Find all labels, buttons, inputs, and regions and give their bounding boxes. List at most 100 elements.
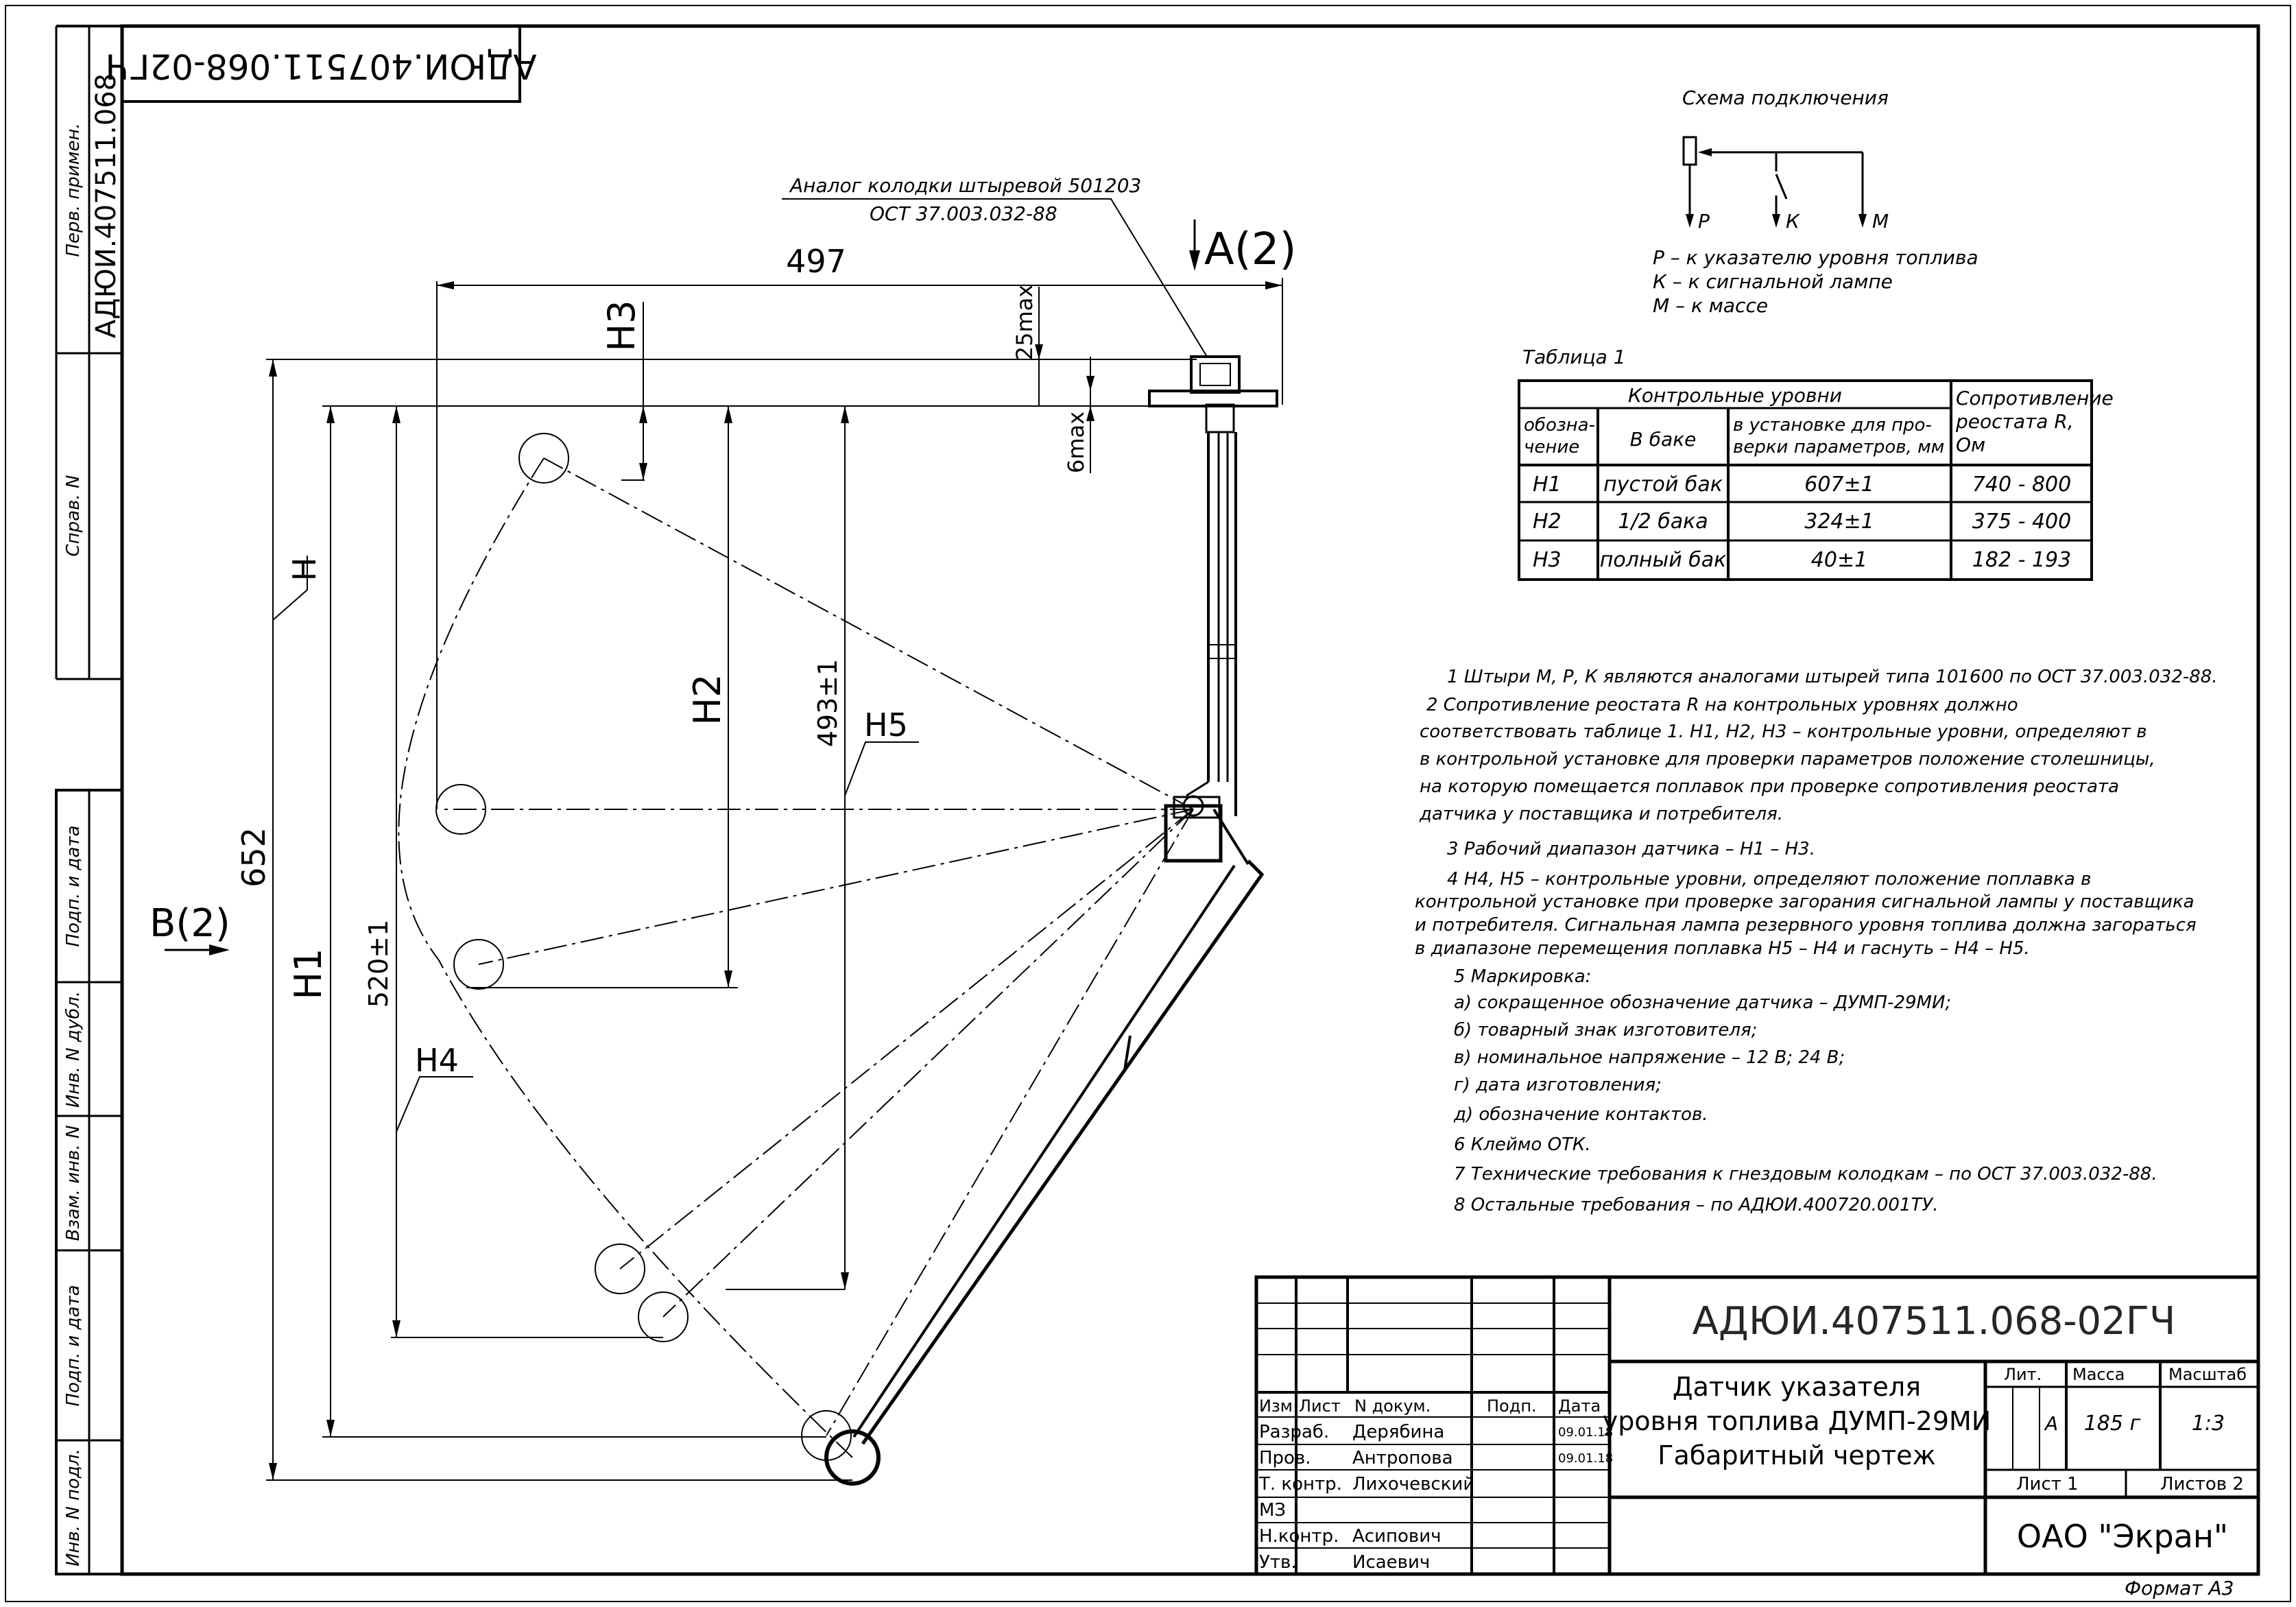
pivot-bracket [1164, 795, 1249, 866]
table-row-2-tank: 1/2 бака [1618, 510, 1708, 534]
side-perv-primen: Перв. примен. [63, 123, 84, 257]
note-line: на которую помещается поплавок при прове… [1420, 776, 2119, 797]
schematic-legend-k: К – к сигнальной лампе [1653, 270, 1893, 293]
rotated-code-box: АДЮИ.407511.068-02ГЧ [105, 25, 537, 103]
table-col-install-1: в установке для про- [1733, 415, 1932, 436]
side-inv-dubl: Инв. N дубл. [63, 991, 84, 1108]
table-row-1-resistance: 740 - 800 [1972, 473, 2071, 497]
tb-date: 09.01.18 [1558, 1451, 1613, 1466]
note-line: д) обозначение контактов. [1453, 1104, 1708, 1125]
table-row-3-designation: Н3 [1533, 548, 1562, 572]
tb-role: МЗ [1259, 1500, 1286, 1521]
technical-notes: 1 Штыри М, Р, К являются аналогами штыре… [1415, 667, 2217, 1215]
tb-mass: 185 г [2084, 1412, 2141, 1436]
note-line: и потребителя. Сигнальная лампа резервно… [1415, 915, 2197, 936]
table-row-1-tank: пустой бак [1603, 473, 1723, 497]
side-vzam-inv: Взам. инв. N [63, 1126, 84, 1241]
view-b-label: В(2) [150, 901, 230, 946]
side-perv-code: АДЮИ.407511.068 [91, 73, 122, 338]
connector-note-line-2: ОСТ 37.003.032-88 [870, 202, 1057, 225]
connection-schematic: Схема подключения Р К М Р – к указателю … [1653, 86, 1978, 317]
connector-flange [1148, 355, 1278, 433]
label-H4: Н4 [415, 1042, 459, 1079]
tb-col-list: Лист [1299, 1396, 1341, 1416]
table-row-1-install: 607±1 [1804, 473, 1874, 497]
note-line: г) дата изготовления; [1454, 1075, 1662, 1095]
side-inv-podl: Инв. N подл. [63, 1449, 84, 1567]
schematic-legend-p: Р – к указателю уровня топлива [1653, 246, 1978, 269]
tb-role: Н.контр. [1259, 1526, 1339, 1547]
tb-name: Дерябина [1352, 1422, 1444, 1442]
format-label: Формат А3 [2125, 1577, 2234, 1599]
table-col-tank: В баке [1630, 428, 1697, 451]
title-block: АДЮИ.407511.068-02ГЧ Изм Лист N докум. П… [1254, 1275, 2260, 1576]
label-H1: Н1 [287, 949, 330, 1000]
table-resist-header-1: Сопротивление [1956, 387, 2114, 409]
note-line: контрольной установке при проверке загор… [1415, 892, 2195, 912]
tb-name: Антропова [1352, 1448, 1453, 1468]
tb-role: Утв. [1259, 1552, 1297, 1573]
float-positions [398, 433, 1194, 1461]
dim-25max: 25max [1012, 285, 1038, 360]
tb-col-doc: N докум. [1354, 1396, 1431, 1416]
note-line: 5 Маркировка: [1454, 966, 1591, 987]
designation: АДЮИ.407511.068-02ГЧ [1693, 1299, 2176, 1344]
dimensions: 497 25max 6max 652 Н Н1 520±1 [235, 243, 1283, 1481]
side-strip: Перв. примен. АДЮИ.407511.068 Справ. N П… [55, 25, 123, 1575]
view-a-label: А(2) [1204, 224, 1296, 275]
tb-name: Лихочевский [1352, 1474, 1474, 1495]
tb-letter: А [2044, 1412, 2058, 1435]
table-col-designation-1: обозна- [1524, 415, 1595, 436]
note-line: 4 Н4, Н5 – контрольные уровни, определяю… [1447, 869, 2091, 890]
tb-col-lit: Лит. [2004, 1365, 2042, 1384]
tb-sheet: Лист 1 [2016, 1474, 2079, 1495]
table-col-install-2: верки параметров, мм [1733, 437, 1944, 457]
note-line: 2 Сопротивление реостата R на контрольны… [1426, 695, 2018, 715]
title-line-1: Датчик указателя [1673, 1372, 1921, 1402]
side-podp-data-1: Подп. и дата [63, 825, 84, 947]
note-line: 1 Штыри М, Р, К являются аналогами штыре… [1447, 667, 2217, 687]
connector-note-line-1: Аналог колодки штыревой 501203 [789, 174, 1141, 197]
table-resist-header-3: Ом [1956, 433, 1985, 456]
dim-6max: 6max [1063, 412, 1089, 473]
title-line-2: уровня топлива ДУМП-29МИ [1603, 1406, 1992, 1436]
view-markers: А(2) В(2) [150, 219, 1296, 955]
note-line: в) номинальное напряжение – 12 В; 24 В; [1454, 1047, 1845, 1068]
title-line-3: Габаритный чертеж [1658, 1440, 1935, 1471]
tb-role: Разраб. [1259, 1422, 1329, 1442]
tb-name: Асипович [1352, 1526, 1441, 1547]
tb-col-masshtab: Масштаб [2168, 1365, 2247, 1384]
table-row-3-install: 40±1 [1811, 548, 1867, 572]
tb-name: Исаевич [1352, 1552, 1430, 1573]
guide-tube [1186, 432, 1237, 816]
tb-col-data: Дата [1558, 1396, 1601, 1416]
tb-role: Пров. [1259, 1448, 1311, 1468]
company: ОАО "Экран" [2017, 1518, 2228, 1555]
tb-scale: 1:3 [2192, 1412, 2225, 1436]
table-caption: Таблица 1 [1522, 346, 1626, 368]
terminal-k: К [1786, 210, 1800, 233]
side-sprav: Справ. N [63, 475, 84, 557]
dim-497: 497 [786, 243, 846, 280]
note-line: в диапазоне перемещения поплавка Н5 – Н4… [1415, 938, 2030, 959]
tb-col-izm: Изм [1259, 1396, 1293, 1416]
note-line: 8 Остальные требования – по АДЮИ.400720.… [1454, 1195, 1938, 1215]
note-line: 3 Рабочий диапазон датчика – Н1 – Н3. [1447, 839, 1815, 859]
tb-role: Т. контр. [1258, 1474, 1342, 1495]
table-row-3-resistance: 182 - 193 [1972, 548, 2071, 572]
note-line: датчика у поставщика и потребителя. [1419, 804, 1783, 824]
schematic-title: Схема подключения [1682, 86, 1889, 109]
label-H2: Н2 [686, 674, 729, 726]
float [824, 1429, 881, 1486]
table-resist-header-2: реостата R, [1955, 410, 2074, 433]
table-row-1-designation: Н1 [1533, 473, 1562, 497]
note-line: а) сокращенное обозначение датчика – ДУМ… [1454, 992, 1951, 1013]
table-row-3-tank: полный бак [1600, 548, 1726, 572]
table-row-2-install: 324±1 [1804, 510, 1874, 534]
label-H: Н [286, 558, 323, 582]
side-podp-data-2: Подп. и дата [63, 1285, 84, 1406]
terminal-p: Р [1698, 210, 1710, 233]
terminal-m: М [1872, 210, 1889, 233]
tb-sheets-total: Листов 2 [2160, 1474, 2244, 1495]
